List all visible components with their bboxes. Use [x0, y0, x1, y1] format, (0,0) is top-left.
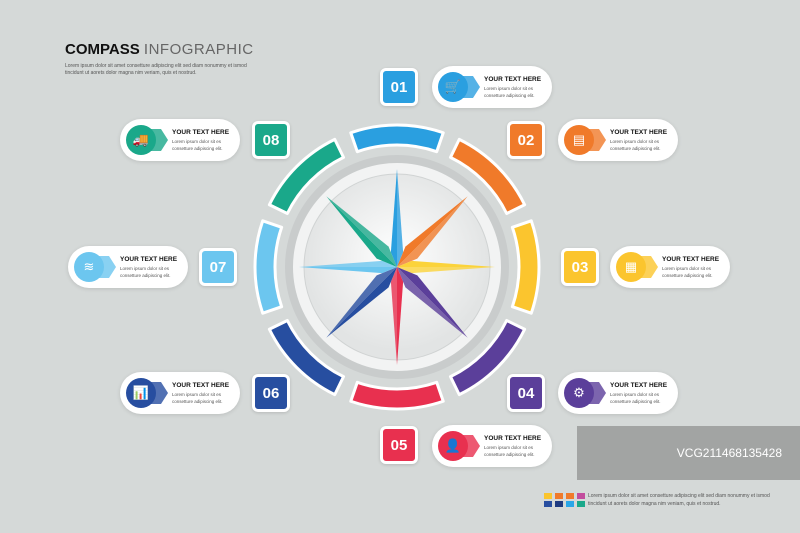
star-point-7 — [299, 260, 397, 267]
step-text: Lorem ipsum dolor sit es consetture adip… — [484, 86, 535, 98]
legend-swatch — [566, 493, 574, 499]
step-text: Lorem ipsum dolor sit es consetture adip… — [610, 392, 661, 404]
legend-swatch — [555, 501, 563, 507]
step-heading: YOUR TEXT HERE — [484, 76, 542, 83]
step-number-03: 03 — [561, 248, 599, 286]
calculator-icon: ▦ — [616, 252, 646, 282]
truck-icon: 🚚 — [126, 125, 156, 155]
step-text: Lorem ipsum dolor sit es consetture adip… — [662, 266, 713, 278]
legend-swatch — [544, 501, 552, 507]
ring-segment-05 — [349, 380, 445, 411]
star-point-8 — [326, 196, 397, 267]
wifi-icon: ≋ — [74, 252, 104, 282]
step-heading: YOUR TEXT HERE — [610, 382, 668, 389]
step-card-02: ▤ YOUR TEXT HERE Lorem ipsum dolor sit es … — [558, 119, 678, 161]
step-card-06: 📊 YOUR TEXT HERE Lorem ipsum dolor sit es … — [120, 372, 240, 414]
star — [299, 169, 495, 365]
step-card-04: ⚙ YOUR TEXT HERE Lorem ipsum dolor sit es … — [558, 372, 678, 414]
document-icon: ▤ — [564, 125, 594, 155]
legend-text: Lorem ipsum dolor sit amet consetture ad… — [588, 493, 770, 507]
legend-swatch — [566, 501, 574, 507]
step-text: Lorem ipsum dolor sit es consetture adip… — [484, 445, 535, 457]
star-point-7 — [299, 267, 397, 274]
step-number-06: 06 — [252, 374, 290, 412]
step-number-08: 08 — [252, 121, 290, 159]
star-point-5 — [390, 267, 397, 365]
step-card-03: ▦ YOUR TEXT HERE Lorem ipsum dolor sit es … — [610, 246, 730, 288]
ring-segment-06 — [267, 318, 346, 397]
ring-segment-04 — [448, 318, 527, 397]
ring-segment-08 — [267, 137, 346, 216]
star-point-2 — [397, 196, 468, 267]
ring-segment-01 — [349, 123, 445, 154]
legend-swatch — [555, 493, 563, 499]
step-card-05: 👤 YOUR TEXT HERE Lorem ipsum dolor sit es … — [432, 425, 552, 467]
step-number-01: 01 — [380, 68, 418, 106]
user-icon: 👤 — [438, 431, 468, 461]
ring-segment-02 — [448, 137, 527, 216]
page-title: COMPASS INFOGRAPHIC — [65, 41, 254, 58]
star-point-1 — [390, 169, 397, 267]
step-number-05: 05 — [380, 426, 418, 464]
watermark: VCG211468135428 — [577, 426, 800, 480]
gear-icon: ⚙ — [564, 378, 594, 408]
legend-swatch — [577, 501, 585, 507]
step-heading: YOUR TEXT HERE — [120, 256, 178, 263]
step-number-02: 02 — [507, 121, 545, 159]
ring-segment-03 — [510, 219, 541, 315]
step-text: Lorem ipsum dolor sit es consetture adip… — [172, 139, 223, 151]
star-point-4 — [397, 267, 468, 338]
star-point-3 — [397, 267, 495, 274]
step-text: Lorem ipsum dolor sit es consetture adip… — [120, 266, 171, 278]
step-heading: YOUR TEXT HERE — [172, 382, 230, 389]
step-card-01: 🛒 YOUR TEXT HERE Lorem ipsum dolor sit es … — [432, 66, 552, 108]
step-heading: YOUR TEXT HERE — [172, 129, 230, 136]
step-heading: YOUR TEXT HERE — [662, 256, 720, 263]
step-text: Lorem ipsum dolor sit es consetture adip… — [172, 392, 223, 404]
star-point-5 — [397, 267, 404, 365]
legend-swatch — [577, 493, 585, 499]
step-card-07: ≋ YOUR TEXT HERE Lorem ipsum dolor sit es … — [68, 246, 188, 288]
star-point-2 — [397, 196, 468, 267]
ring — [253, 123, 541, 411]
ring-segment-07 — [253, 219, 284, 315]
legend-swatch — [544, 493, 552, 499]
star-point-8 — [326, 196, 397, 267]
step-number-07: 07 — [199, 248, 237, 286]
bar-chart-icon: 📊 — [126, 378, 156, 408]
step-heading: YOUR TEXT HERE — [610, 129, 668, 136]
subtitle: Lorem ipsum dolor sit amet consetture ad… — [65, 63, 247, 76]
step-text: Lorem ipsum dolor sit es consetture adip… — [610, 139, 661, 151]
star-point-1 — [397, 169, 404, 267]
star-point-6 — [326, 267, 397, 338]
step-card-08: 🚚 YOUR TEXT HERE Lorem ipsum dolor sit es … — [120, 119, 240, 161]
step-heading: YOUR TEXT HERE — [484, 435, 542, 442]
step-number-04: 04 — [507, 374, 545, 412]
cart-icon: 🛒 — [438, 72, 468, 102]
star-point-6 — [326, 267, 397, 338]
star-point-3 — [397, 260, 495, 267]
